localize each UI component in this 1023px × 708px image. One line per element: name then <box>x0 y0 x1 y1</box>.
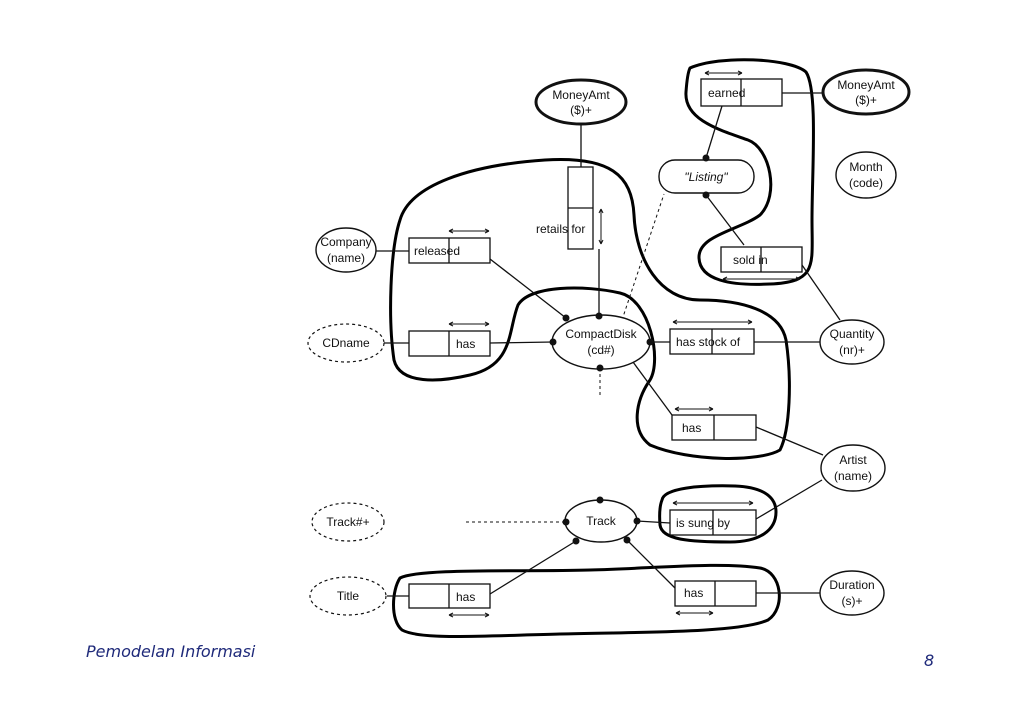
mandatory-dot <box>562 518 570 526</box>
group-outline-cd <box>389 157 791 460</box>
role-label-has-duration: has <box>684 586 703 600</box>
role-box-retails-for: retails for <box>536 166 604 250</box>
entity-label: (code) <box>849 176 883 190</box>
connector <box>632 361 673 416</box>
role-label-has-cdname: has <box>456 337 475 351</box>
role-box-released: released <box>408 228 491 264</box>
mandatory-dot <box>623 536 631 544</box>
footer-course-title: Pemodelan Informasi <box>86 642 256 661</box>
entity-moneyamt-right: MoneyAmt ($)+ <box>821 68 911 116</box>
role-label-released: released <box>414 244 460 258</box>
mandatory-dot <box>596 364 604 372</box>
role-box-earned: earned <box>700 70 783 107</box>
mandatory-dot <box>562 314 570 322</box>
entity-month: Month (code) <box>835 151 897 199</box>
entity-label: MoneyAmt <box>552 88 610 102</box>
entity-company: Company (name) <box>315 227 377 273</box>
connector <box>489 258 567 319</box>
connector <box>801 264 841 321</box>
entity-label: Track#+ <box>326 515 369 529</box>
mandatory-dot <box>549 338 557 346</box>
entity-label: Company <box>320 235 371 249</box>
role-label-retails-for: retails for <box>536 222 585 236</box>
role-box-has-title: has <box>408 583 491 618</box>
group-outline-has <box>392 563 781 638</box>
role-label-earned: earned <box>708 86 745 100</box>
mandatory-dot <box>572 537 580 545</box>
entity-label: Track <box>586 514 617 528</box>
entity-moneyamt-center: MoneyAmt ($)+ <box>534 78 628 126</box>
mandatory-dot <box>702 191 710 199</box>
role-box-has-stock-of: has stock of <box>669 319 755 355</box>
entity-label: (nr)+ <box>839 343 865 357</box>
mandatory-dot <box>596 496 604 504</box>
entity-listing: "Listing" <box>658 159 755 194</box>
connector <box>705 194 745 246</box>
entity-tracknr: Track#+ <box>311 502 385 542</box>
entity-duration: Duration (s)+ <box>819 570 885 616</box>
entity-artist: Artist (name) <box>820 444 886 492</box>
entity-cdname: CDname <box>307 323 385 363</box>
role-label-is-sung-by: is sung by <box>676 516 730 530</box>
dashed-connector <box>621 193 665 321</box>
group-outline-sung-by <box>658 484 778 544</box>
entity-label: (name) <box>327 251 365 265</box>
role-box-sold-in: sold in <box>720 246 803 282</box>
entity-label: MoneyAmt <box>837 78 895 92</box>
entity-label: Month <box>849 160 882 174</box>
entity-label: "Listing" <box>684 170 728 184</box>
role-label-sold-in: sold in <box>733 253 768 267</box>
connector <box>755 479 823 520</box>
connector <box>626 539 676 589</box>
role-label-has-title: has <box>456 590 475 604</box>
connector <box>636 520 671 524</box>
entity-label: ($)+ <box>855 93 877 107</box>
mandatory-dot <box>633 517 641 525</box>
entity-label: (cd#) <box>587 343 614 357</box>
role-label-has-artist: has <box>682 421 701 435</box>
role-box-has-duration: has <box>674 580 757 616</box>
entity-compactdisk: CompactDisk (cd#) <box>551 314 651 370</box>
entity-label: Quantity <box>830 327 875 341</box>
connector <box>489 341 554 344</box>
connector <box>755 426 824 456</box>
entity-label: Artist <box>839 453 867 467</box>
role-box-is-sung-by: is sung by <box>669 500 757 536</box>
entity-label: CompactDisk <box>565 327 637 341</box>
group-outline-earned-sold <box>684 58 815 286</box>
role-box-has-cdname: has <box>408 321 491 357</box>
entity-quantity: Quantity (nr)+ <box>819 319 885 365</box>
entity-label: ($)+ <box>570 103 592 117</box>
entity-label: Duration <box>829 578 874 592</box>
entity-track: Track <box>564 499 638 543</box>
role-box-has-artist: has <box>671 406 757 441</box>
connector <box>489 540 577 595</box>
mandatory-dot <box>595 312 603 320</box>
mandatory-dot <box>646 338 654 346</box>
entity-label: (name) <box>834 469 872 483</box>
entity-title: Title <box>309 576 387 616</box>
entity-label: Title <box>337 589 360 603</box>
entity-label: CDname <box>322 336 370 350</box>
entity-label: (s)+ <box>842 594 863 608</box>
role-label-has-stock-of: has stock of <box>676 335 741 349</box>
mandatory-dot <box>702 154 710 162</box>
connector <box>705 105 723 159</box>
page-number: 8 <box>924 651 935 670</box>
